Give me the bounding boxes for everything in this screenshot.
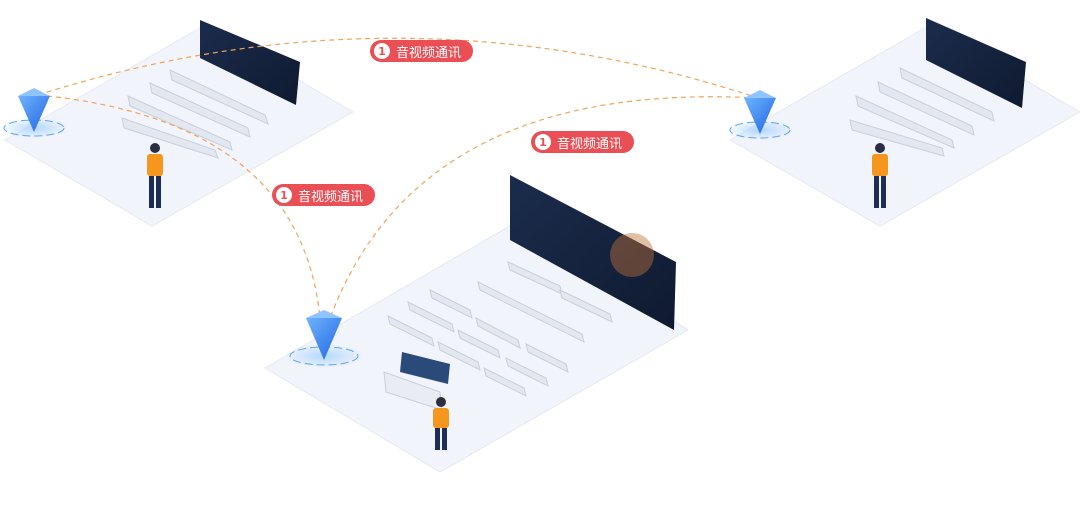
link-label: 音视频通讯: [396, 45, 462, 61]
link-badge: 1 音视频通讯: [370, 40, 474, 62]
link-left-right: [37, 37, 759, 99]
operator-icon: [433, 397, 449, 450]
link-left-center: [37, 94, 321, 319]
control-room-center: [264, 175, 689, 473]
link-label: 音视频通讯: [557, 136, 623, 152]
location-pin-icon: [726, 90, 794, 140]
step-number: 1: [535, 134, 551, 150]
operator-desk-screens: [400, 352, 450, 384]
video-wall-left: [200, 20, 300, 105]
location-pin-icon: [284, 310, 364, 368]
step-number: 1: [374, 43, 390, 59]
video-wall-right: [926, 18, 1026, 108]
operator-icon: [872, 143, 888, 208]
control-room-left: [4, 20, 354, 227]
step-number: 1: [276, 187, 292, 203]
link-lines: [37, 37, 759, 319]
link-badge: 1 音视频通讯: [531, 131, 635, 153]
operator-icon: [147, 143, 163, 208]
link-label: 音视频通讯: [298, 189, 364, 205]
video-wall-center: [510, 175, 676, 330]
location-pin-icon: [0, 88, 68, 138]
link-right-center: [329, 96, 759, 319]
control-room-right: [728, 18, 1082, 227]
link-badge: 1 音视频通讯: [272, 184, 376, 206]
